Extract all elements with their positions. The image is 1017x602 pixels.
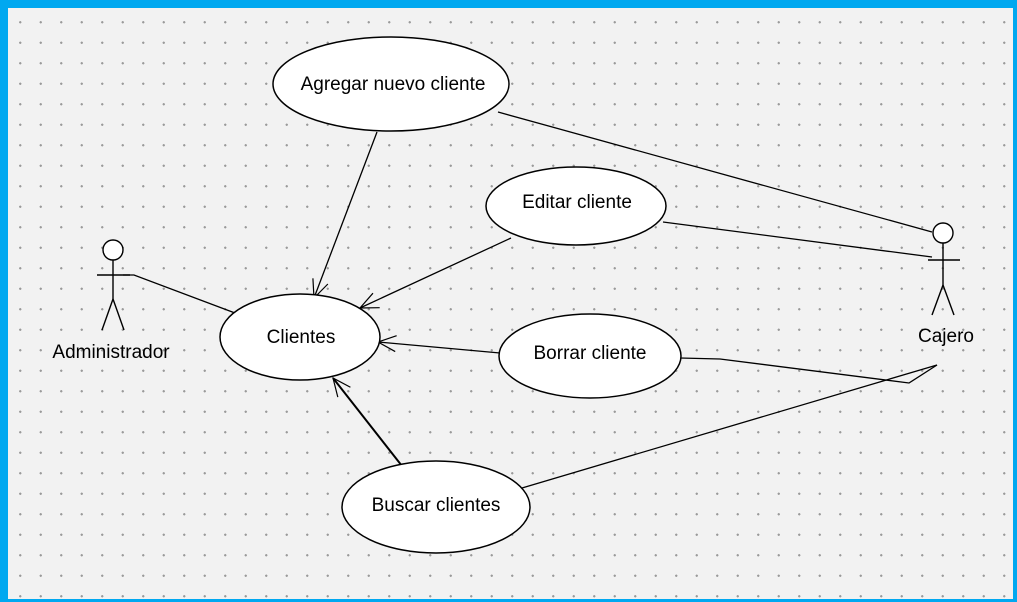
use-case-borrar-label: Borrar cliente (534, 343, 647, 364)
use-case-editar[interactable]: Editar cliente (485, 166, 667, 246)
use-case-buscar-label: Buscar clientes (372, 495, 501, 516)
actor-administrador-head-icon (102, 239, 124, 261)
arrow-borrar-to-clientes (378, 342, 501, 354)
use-case-clientes-label: Clientes (267, 327, 336, 348)
association-administrador-clientes (123, 274, 236, 314)
actor-administrador[interactable]: Administrador (52, 239, 170, 363)
dependencies (314, 131, 512, 467)
actor-cajero-label: Cajero (918, 326, 974, 347)
use-case-borrar[interactable]: Borrar cliente (498, 313, 682, 399)
use-case-agregar-label: Agregar nuevo cliente (301, 74, 486, 95)
use-case-editar-label: Editar cliente (522, 192, 632, 213)
actor-cajero[interactable]: Cajero (918, 222, 974, 347)
association-buscar-cajero (521, 364, 938, 489)
actor-cajero-head-icon (932, 222, 954, 244)
arrow-buscar-to-clientes (333, 378, 403, 467)
use-case-agregar[interactable]: Agregar nuevo cliente (272, 36, 510, 132)
association-agregar-cajero (497, 111, 933, 233)
arrow-editar-to-clientes (360, 237, 512, 308)
association-editar-cajero (662, 221, 933, 258)
arrow-agregar-to-clientes (314, 131, 378, 298)
use-case-buscar[interactable]: Buscar clientes (341, 460, 531, 554)
association-borrar-cajero (679, 357, 938, 384)
associations (123, 111, 938, 489)
use-case-clientes[interactable]: Clientes (219, 293, 381, 381)
actor-administrador-label: Administrador (52, 342, 170, 363)
